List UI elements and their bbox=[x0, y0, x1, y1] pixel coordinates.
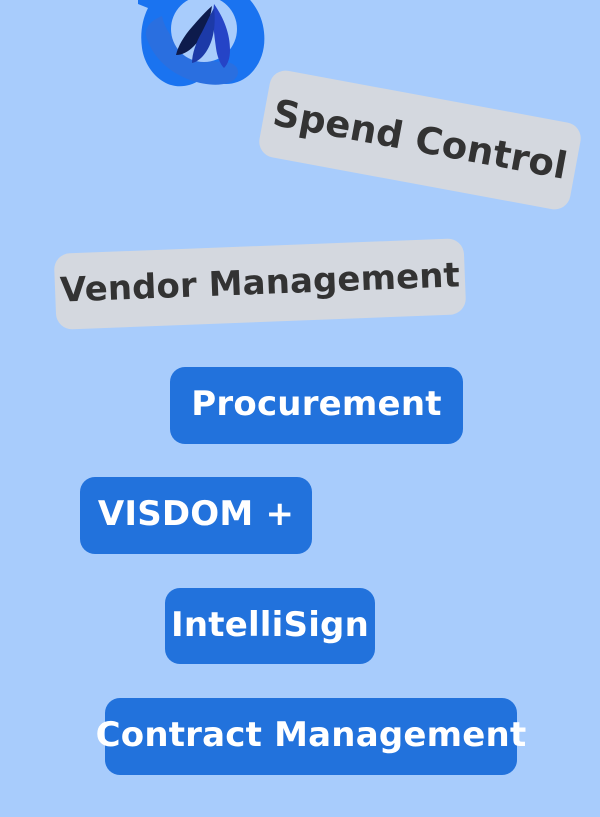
button-visdom-plus[interactable]: VISDOM + bbox=[80, 477, 312, 554]
button-contract-management[interactable]: Contract Management bbox=[96, 698, 526, 775]
pointing-hand-icon bbox=[138, 0, 318, 122]
button-intellisign[interactable]: IntelliSign bbox=[165, 588, 375, 664]
chip-spend-control[interactable]: Spend Control bbox=[256, 67, 584, 213]
chip-vendor-management[interactable]: Vendor Management bbox=[53, 238, 467, 330]
button-procurement[interactable]: Procurement bbox=[170, 367, 463, 444]
